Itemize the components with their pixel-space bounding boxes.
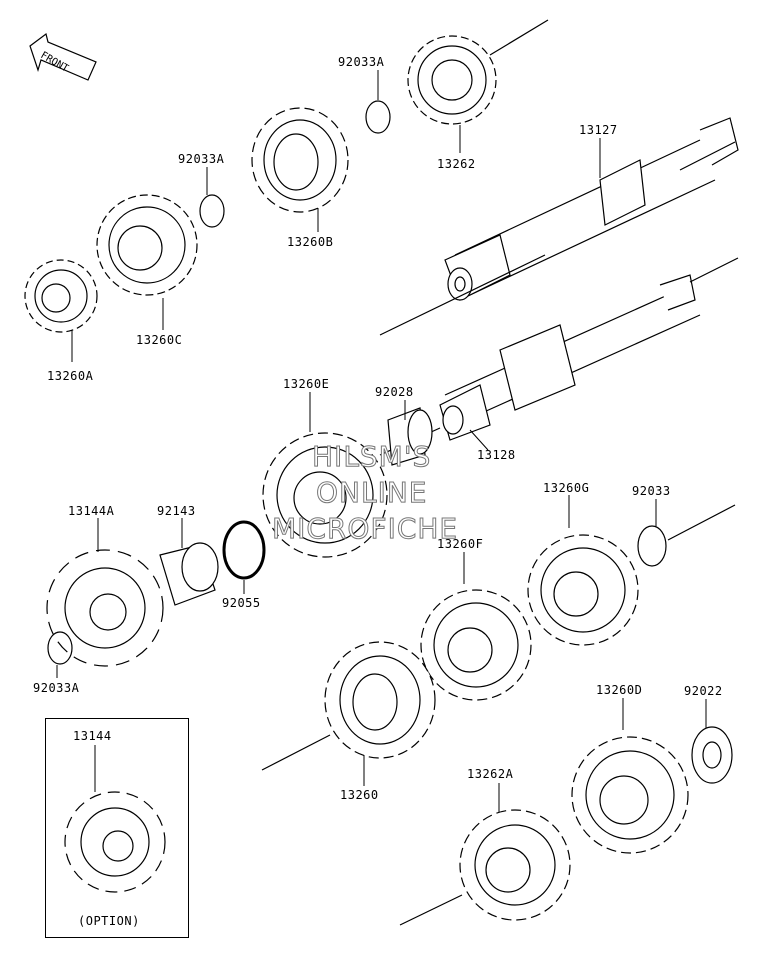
part-label-13262a[interactable]: 13262A [467,767,514,781]
part-label-13144[interactable]: 13144 [73,729,112,743]
washer-92022 [691,726,733,784]
part-label-13260g[interactable]: 13260G [543,481,590,495]
gear-13260 [261,641,436,771]
shaft-13127 [379,117,739,336]
gear-13260d [571,736,689,854]
part-label-13260b[interactable]: 13260B [287,235,334,249]
part-label-92028[interactable]: 92028 [375,385,414,399]
gear-13260c [96,194,198,296]
part-label-13262[interactable]: 13262 [437,157,476,171]
sprocket-13144 [64,791,166,893]
part-label-13260c[interactable]: 13260C [136,333,183,347]
part-label-92022[interactable]: 92022 [684,684,723,698]
part-label-92033a-left[interactable]: 92033A [178,152,225,166]
circlip-92033a-left [199,194,225,228]
option-box [45,718,189,938]
gear-13262 [407,19,549,125]
part-label-13260[interactable]: 13260 [340,788,379,802]
sprocket-13144a [46,549,164,667]
gear-13262a [399,809,571,926]
bush-92028 [387,407,433,466]
part-label-13260d[interactable]: 13260D [596,683,643,697]
circlip-92033a-low [47,631,73,665]
part-label-13127[interactable]: 13127 [579,123,618,137]
gear-13260b [251,107,349,213]
watermark-line-2: ONLINE [315,476,428,510]
part-label-92033[interactable]: 92033 [632,484,671,498]
circlip-92033a-top [365,100,391,134]
gear-13260a [24,259,98,333]
option-label: (OPTION) [78,914,140,928]
part-label-13128[interactable]: 13128 [477,448,516,462]
oring-92055 [222,520,266,580]
part-label-13260a[interactable]: 13260A [47,369,94,383]
part-label-92033a-top[interactable]: 92033A [338,55,385,69]
gear-13260f [420,589,532,701]
part-label-13260f[interactable]: 13260F [437,537,484,551]
collar-92143 [159,542,219,606]
gear-13260e [262,432,388,558]
watermark-line-1: HILSM'S [311,440,432,474]
circlip-92033 [637,525,667,567]
part-label-92033a-low[interactable]: 92033A [33,681,80,695]
gear-13260g [527,534,639,646]
front-arrow-icon [29,32,97,81]
part-label-13260e[interactable]: 13260E [283,377,330,391]
watermark-line-3: MICROFICHE [271,512,459,546]
shaft-13128 [379,257,739,456]
part-label-92055[interactable]: 92055 [222,596,261,610]
part-label-92143[interactable]: 92143 [157,504,196,518]
part-label-13144a[interactable]: 13144A [68,504,115,518]
